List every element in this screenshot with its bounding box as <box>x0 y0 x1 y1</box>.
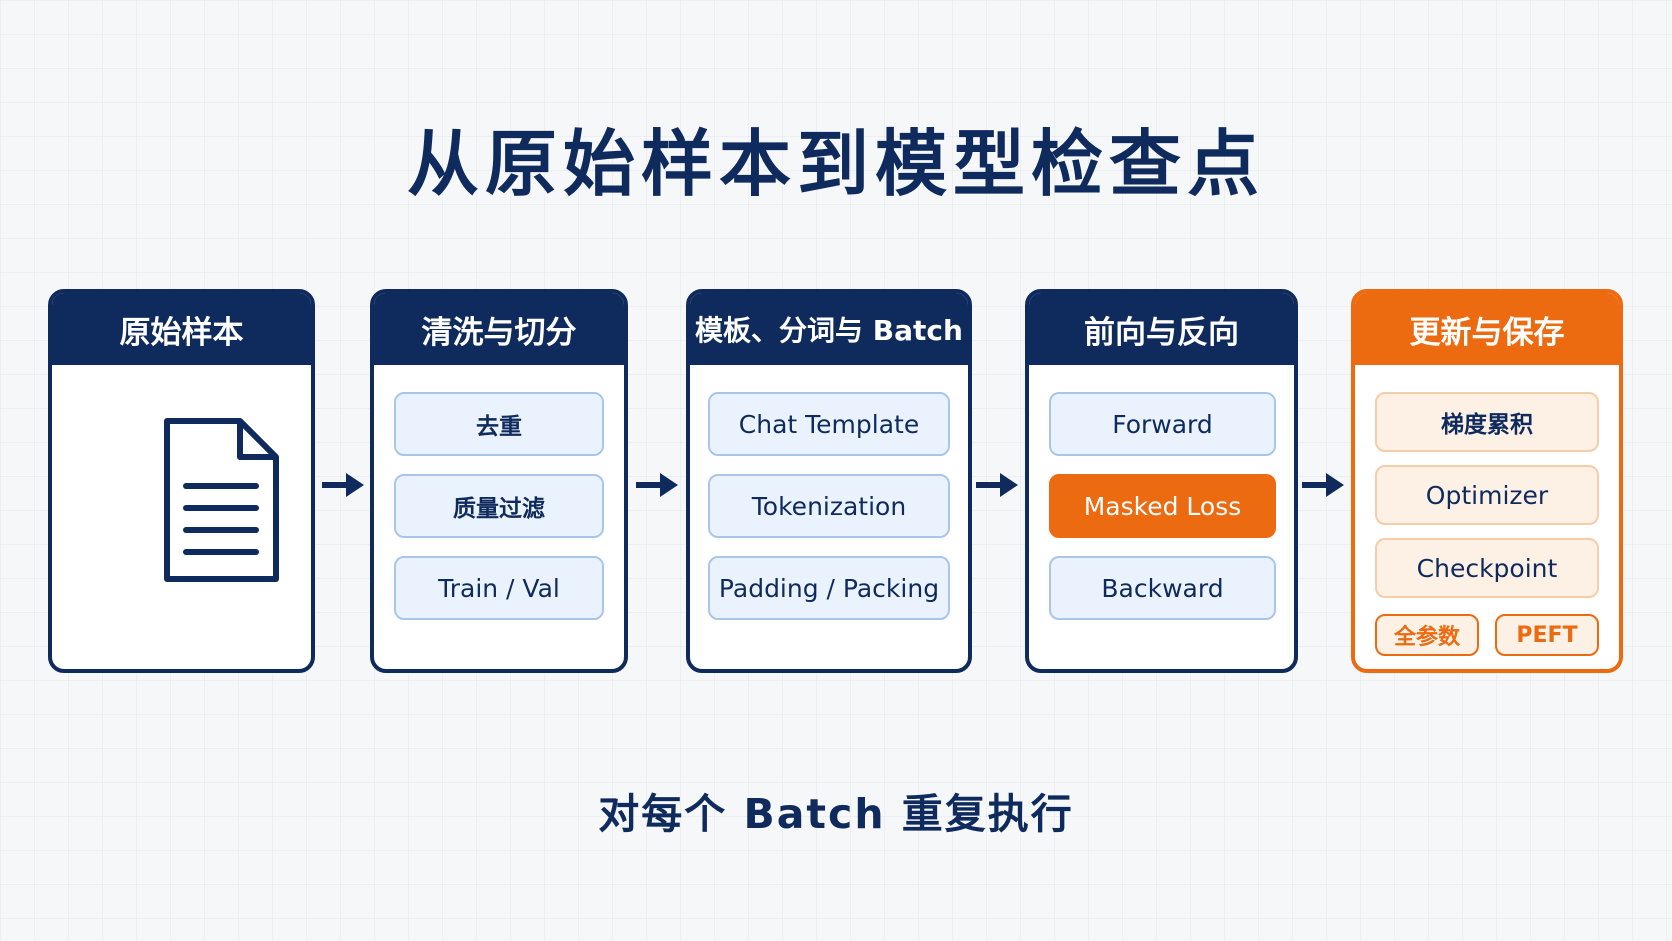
step-padding-packing: Padding / Packing <box>708 556 950 620</box>
stage-title: 前向与反向 <box>1029 293 1294 365</box>
arrow-right-icon <box>976 473 1018 497</box>
tag-full-params: 全参数 <box>1375 614 1479 656</box>
step-optimizer: Optimizer <box>1375 465 1599 525</box>
step-masked-loss: Masked Loss <box>1049 474 1276 538</box>
diagram-title: 从原始样本到模型检查点 <box>406 122 1265 206</box>
stage-title: 清洗与切分 <box>374 293 624 365</box>
stage-forward-backward: 前向与反向 Forward Masked Loss Backward <box>1025 289 1298 673</box>
tag-peft: PEFT <box>1495 614 1599 656</box>
document-icon <box>164 418 279 582</box>
step-train-val-split: Train / Val <box>394 556 604 620</box>
arrow-right-icon <box>636 473 678 497</box>
step-quality-filter: 质量过滤 <box>394 474 604 538</box>
step-forward: Forward <box>1049 392 1276 456</box>
step-gradient-accumulation: 梯度累积 <box>1375 392 1599 452</box>
stage-title: 原始样本 <box>52 293 311 365</box>
arrow-right-icon <box>1302 473 1344 497</box>
step-tokenization: Tokenization <box>708 474 950 538</box>
stage-title: 更新与保存 <box>1355 293 1619 365</box>
step-chat-template: Chat Template <box>708 392 950 456</box>
stage-title: 模板、分词与 Batch <box>690 293 968 365</box>
step-backward: Backward <box>1049 556 1276 620</box>
stage-update-save: 更新与保存 梯度累积 Optimizer Checkpoint 全参数 PEFT <box>1351 289 1623 673</box>
loop-caption: 对每个 Batch 重复执行 <box>598 790 1074 838</box>
arrow-right-icon <box>322 473 364 497</box>
stage-raw-samples: 原始样本 <box>48 289 315 673</box>
step-dedup: 去重 <box>394 392 604 456</box>
step-checkpoint: Checkpoint <box>1375 538 1599 598</box>
stage-template-tokenize-batch: 模板、分词与 Batch Chat Template Tokenization … <box>686 289 972 673</box>
stage-clean-split: 清洗与切分 去重 质量过滤 Train / Val <box>370 289 628 673</box>
